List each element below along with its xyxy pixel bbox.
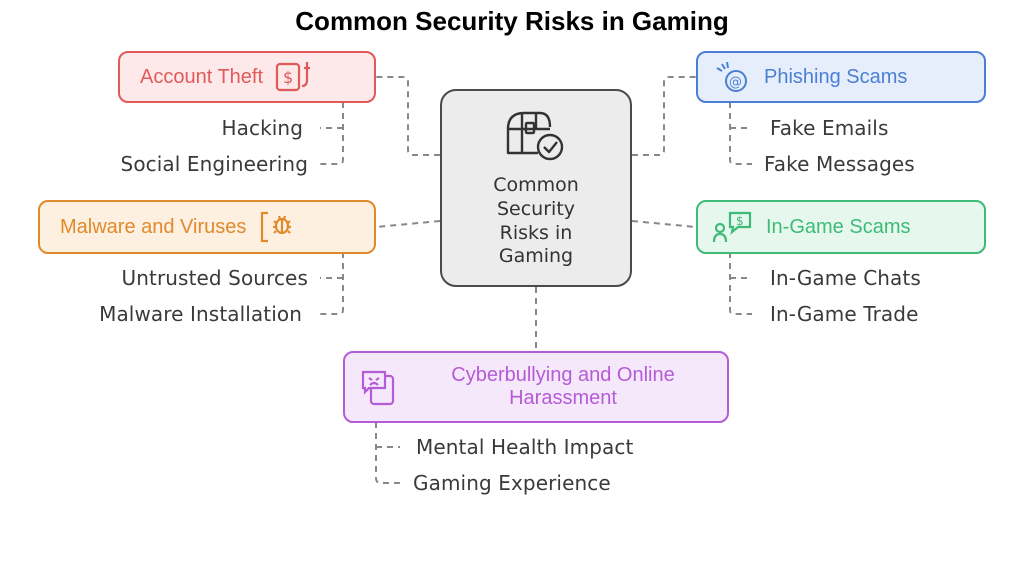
subitem-hacking: Hacking	[221, 116, 303, 140]
bug-document-icon	[258, 209, 298, 245]
category-cyberbullying: Cyberbullying and Online Harassment	[343, 351, 729, 423]
subitem-untrusted-sources: Untrusted Sources	[121, 266, 308, 290]
subitem-mental-health-impact: Mental Health Impact	[416, 435, 634, 459]
subitem-fake-emails: Fake Emails	[770, 116, 889, 140]
category-phishing-scams: @ Phishing Scams	[696, 51, 986, 103]
person-dollar-chat-icon: $	[712, 210, 754, 244]
category-malware-and-viruses: Malware and Viruses	[38, 200, 376, 254]
category-label: Cyberbullying and Online Harassment	[451, 364, 675, 409]
angry-phone-message-icon	[361, 368, 401, 406]
subitem-gaming-experience: Gaming Experience	[413, 471, 611, 495]
branch-cyberbullying	[375, 422, 400, 484]
subitem-social-engineering: Social Engineering	[120, 152, 308, 176]
category-label: In-Game Scams	[766, 215, 911, 238]
connector-ingame	[631, 220, 697, 228]
branch-account-theft	[318, 102, 344, 165]
category-in-game-scams: $ In-Game Scams	[696, 200, 986, 254]
svg-text:@: @	[729, 75, 742, 90]
category-label: Phishing Scams	[764, 65, 908, 88]
subitem-in-game-chats: In-Game Chats	[770, 266, 921, 290]
branch-phishing	[729, 102, 752, 165]
connector-phishing	[632, 76, 696, 156]
svg-text:$: $	[736, 214, 744, 228]
category-account-theft: Account Theft $	[118, 51, 376, 103]
treasure-chest-check-icon	[504, 107, 568, 168]
slide-title: Common Security Risks in Gaming	[295, 6, 729, 36]
branch-ingame	[729, 252, 752, 315]
branch-malware	[318, 252, 344, 315]
connector-malware	[375, 220, 441, 228]
center-label: Common Security Risks in Gaming	[493, 174, 579, 268]
category-label: Account Theft	[140, 65, 264, 88]
subitem-fake-messages: Fake Messages	[764, 152, 915, 176]
svg-text:$: $	[283, 68, 293, 87]
center-node: Common Security Risks in Gaming	[440, 89, 632, 287]
email-at-bomb-icon: @	[712, 60, 752, 94]
dollar-document-hook-icon: $	[275, 60, 315, 94]
subitem-malware-installation: Malware Installation	[99, 302, 302, 326]
subitem-in-game-trade: In-Game Trade	[770, 302, 919, 326]
category-label: Malware and Viruses	[60, 215, 247, 238]
connector-account-theft	[376, 76, 440, 156]
